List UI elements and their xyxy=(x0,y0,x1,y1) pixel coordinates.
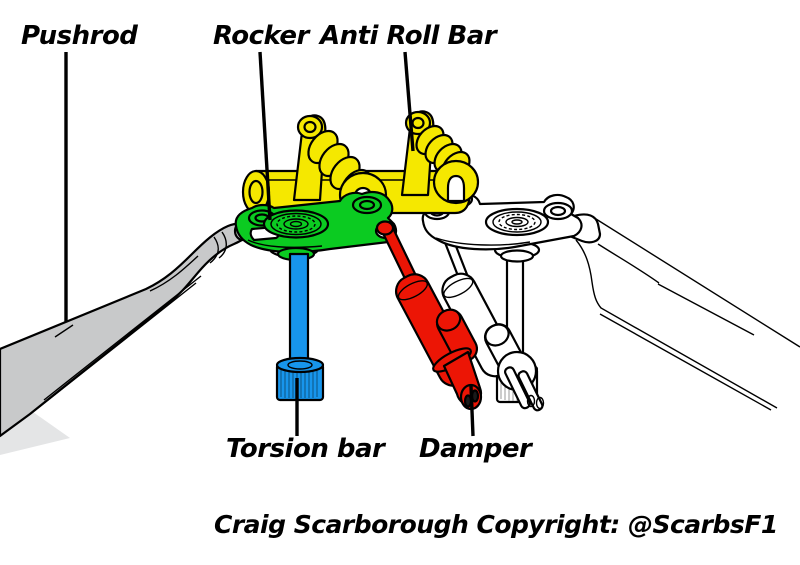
damper-right-cap xyxy=(443,277,474,299)
leader-lines xyxy=(64,51,475,437)
damper-label: Damper xyxy=(419,434,532,464)
rocker-graphic xyxy=(234,190,398,262)
pushrod-detail-line xyxy=(37,282,197,409)
rocker-bearing xyxy=(270,212,322,236)
rocker-plate-contour xyxy=(247,239,323,249)
rocker-bearing-balls xyxy=(276,215,316,233)
damper-leader-line xyxy=(469,385,475,437)
torsion-bar-label: Torsion bar xyxy=(226,434,385,464)
damper-reservoir-cap xyxy=(435,308,462,332)
pushrod-detail-line xyxy=(43,275,202,401)
pushrod-right-graphic xyxy=(570,213,800,411)
rocker-right-assembly xyxy=(421,189,583,412)
rocker-bearing xyxy=(289,220,303,228)
rocker-right-pedestal xyxy=(499,249,535,263)
damper-right-fork-prong xyxy=(504,366,531,410)
copyright-credit: Craig Scarborough Copyright: @ScarbsF1 xyxy=(214,510,778,539)
torsion-bar-knob-top xyxy=(275,356,325,374)
pushrod-shoulder-line xyxy=(149,255,199,292)
rocker-bearing xyxy=(283,218,309,230)
rocker-right-bearing xyxy=(511,219,523,225)
rocker-right-plate-contour xyxy=(435,237,531,246)
arb-left-arm-eyelet-hole xyxy=(303,120,317,134)
rocker-right-eyelet-hole xyxy=(549,205,567,217)
rocker-right-bearing xyxy=(492,211,542,233)
pushrod-graphic xyxy=(0,220,253,455)
pushrod-right-inner-line xyxy=(657,283,755,336)
torsion-bar-graphic xyxy=(275,252,325,402)
pushrod-body xyxy=(0,222,250,438)
damper-right-fork-eye xyxy=(535,396,545,410)
torsion-bar-rod xyxy=(288,252,310,368)
rocker-leader-line xyxy=(258,51,272,221)
arb-right-clevis-slot xyxy=(446,174,466,203)
anti-roll-bar-graphic xyxy=(241,110,480,219)
spline-hatching xyxy=(280,369,318,398)
anti-roll-bar-leader-line xyxy=(403,51,415,152)
torsion-bar-knob-collar xyxy=(287,360,313,370)
arb-right-arm-eyelet-hole xyxy=(411,116,425,130)
pushrod-collar-line xyxy=(209,236,219,264)
arb-bar-end-bore xyxy=(248,179,264,205)
pushrod-underside-shade xyxy=(0,412,70,455)
pushrod-right-bottom-edge xyxy=(575,239,778,409)
pushrod-right-shoulder-line xyxy=(597,243,660,284)
rocker-right-bearing xyxy=(484,207,550,237)
pushrod-right-top-edge xyxy=(595,218,800,348)
rocker-eyelet-hole xyxy=(358,199,376,211)
damper-right-fork-eye xyxy=(526,394,536,408)
pushrod-detail-line xyxy=(54,324,74,338)
pushrod-right-bottom-edge xyxy=(599,313,772,411)
damper-right-reservoir-cap xyxy=(484,323,510,347)
rocker-bearing xyxy=(262,209,330,239)
pushrod-collar-line xyxy=(218,231,227,259)
anti-roll-bar-label: Anti Roll Bar xyxy=(320,21,497,51)
damper-rod-end xyxy=(375,220,395,236)
rocker-label: Rocker xyxy=(213,21,309,51)
rocker-right-bearing-balls xyxy=(498,213,536,231)
damper-cap xyxy=(397,280,429,301)
pushrod-label: Pushrod xyxy=(21,21,138,51)
rocker-right-bearing xyxy=(505,216,529,228)
